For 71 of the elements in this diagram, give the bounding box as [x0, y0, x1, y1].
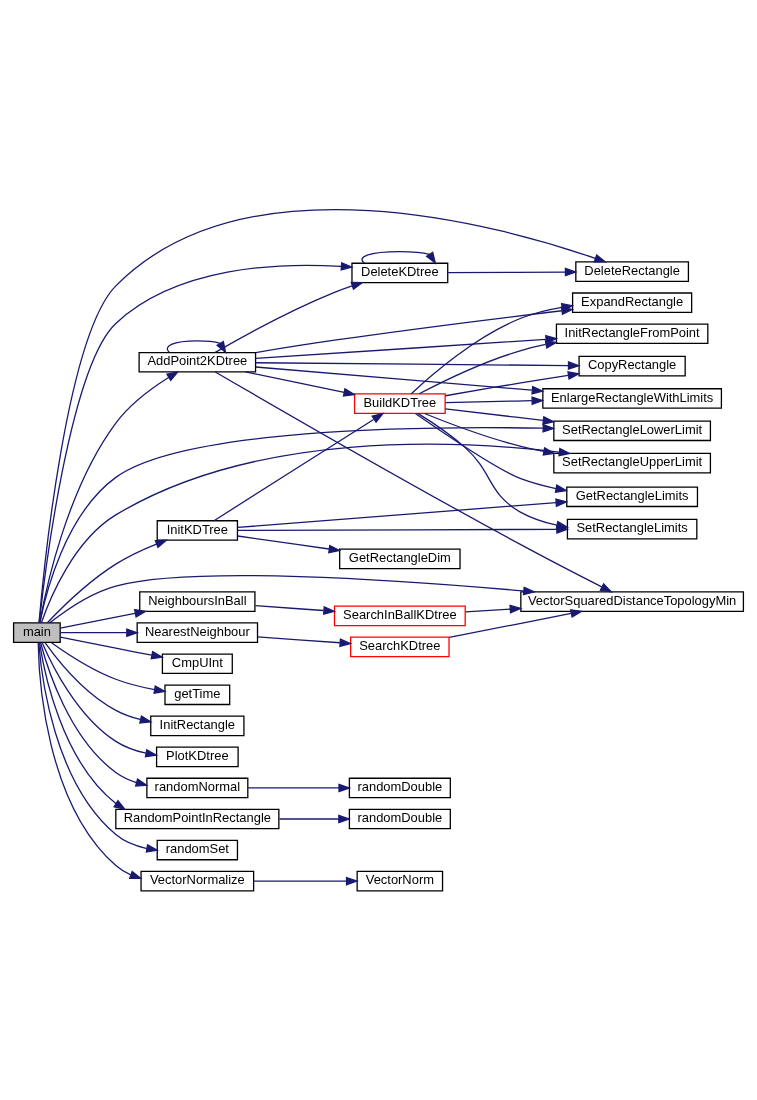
arrow: [414, 412, 569, 493]
arrow: [247, 783, 352, 793]
node-box: PlotKDtree: [155, 746, 239, 768]
arrow: [49, 575, 537, 624]
arrow: [256, 636, 353, 648]
arrow: [213, 412, 385, 522]
node-box: SetRectangleLimits: [566, 518, 698, 540]
arrow: [418, 340, 559, 395]
arrow: [444, 396, 545, 406]
arrow: [39, 371, 180, 624]
arrow: [41, 641, 159, 758]
arrow: [39, 642, 149, 787]
arrow: [237, 535, 342, 554]
arrow: [278, 814, 352, 824]
node-box: main: [12, 622, 61, 644]
node-box: DeleteRectangle: [575, 261, 690, 282]
node-box: EnlargeRectangleWithLimits: [542, 388, 723, 409]
node-box: randomDouble: [348, 777, 451, 799]
node-box: VectorNormalize: [140, 870, 255, 892]
node-box: InitRectangleFromPoint: [555, 323, 709, 345]
arrow: [38, 641, 160, 853]
node-box: AddPoint2KDtree: [138, 351, 257, 373]
node-box: randomNormal: [146, 777, 249, 799]
arrow: [417, 412, 570, 530]
node-box: randomDouble: [348, 808, 451, 830]
node-box: GetRectangleDim: [339, 548, 461, 570]
node-box: NeighboursInBall: [139, 591, 256, 612]
arrow: [59, 636, 164, 660]
arrow: [37, 641, 143, 879]
node-box: CopyRectangle: [578, 355, 686, 377]
arrow: [254, 605, 337, 616]
node-box: NearestNeighbour: [136, 622, 259, 644]
arrow: [444, 408, 556, 425]
node-box: RandomPointInRectangle: [115, 808, 280, 830]
node-box: VectorNorm: [356, 870, 444, 892]
node-box: SearchKDtree: [350, 636, 450, 658]
node-box: DeleteKDtree: [351, 262, 449, 284]
node-box: ExpandRectangle: [571, 292, 693, 314]
arrow: [254, 366, 545, 395]
node-box: getTime: [164, 684, 231, 706]
arrow: [50, 641, 167, 694]
arrow: [465, 604, 523, 614]
arrow: [244, 371, 357, 397]
node-box: VectorSquaredDistanceTopologyMin: [520, 591, 745, 612]
node-box: InitRectangle: [150, 715, 245, 737]
arrow: [254, 361, 581, 371]
node-box: SetRectangleUpperLimit: [553, 452, 712, 474]
arrow: [38, 209, 608, 624]
arrow: [44, 642, 153, 724]
arrow: [214, 281, 365, 354]
arrow: [214, 371, 613, 593]
node-box: randomSet: [156, 839, 239, 861]
arrow: [46, 539, 169, 624]
arrow: [448, 609, 584, 639]
arrow: [447, 267, 578, 277]
arrow: [237, 498, 569, 529]
arrow: [444, 371, 581, 397]
arrow: [59, 628, 140, 638]
arrow: [38, 261, 354, 624]
arrow: [361, 250, 437, 265]
node-box: GetRectangleLimits: [566, 486, 699, 508]
node-box: BuildKDTree: [353, 393, 446, 414]
node-box: CmpUInt: [161, 653, 233, 675]
arrow: [253, 876, 359, 886]
node-box: SearchInBallKDtree: [333, 605, 466, 627]
arrow: [38, 642, 127, 811]
arrow: [423, 412, 557, 456]
arrow: [166, 340, 227, 354]
node-box: SetRectangleLowerLimit: [553, 420, 712, 442]
arrow: [59, 609, 148, 629]
node-box: InitKDTree: [156, 520, 239, 541]
